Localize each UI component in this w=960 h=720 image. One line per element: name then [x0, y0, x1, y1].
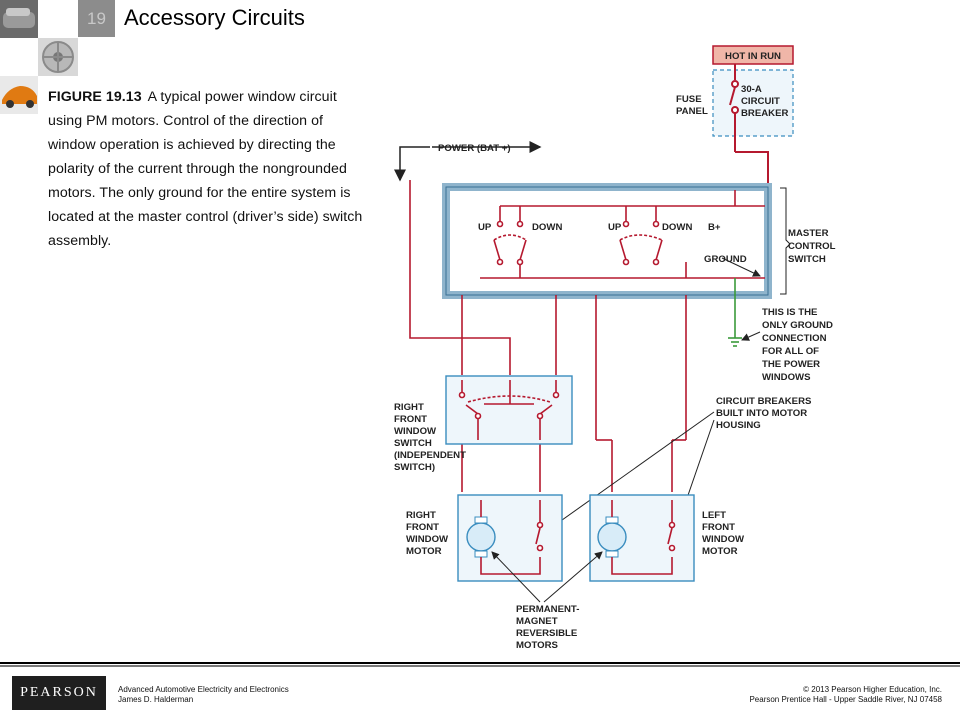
cb-motor-label-2: BUILT INTO MOTOR: [716, 408, 807, 419]
power-bat-line: [394, 141, 769, 190]
breaker-label-2: CIRCUIT: [741, 96, 780, 107]
circuit-breaker-30a-symbol: [729, 64, 739, 152]
power-bat-label: POWER (BAT +): [438, 143, 511, 154]
footer-publisher: Pearson Prentice Hall - Upper Saddle Riv…: [749, 695, 942, 704]
breaker-label-3: BREAKER: [741, 108, 789, 119]
up-label-1: UP: [478, 222, 492, 233]
master-switch-label-2: CONTROL: [788, 241, 836, 252]
power-window-wiring-diagram: HOT IN RUN FUSE PANEL 30-A CIRCUIT BREAK…: [394, 45, 836, 651]
master-switch-bus-wires: [480, 190, 765, 279]
lf-motor-label-1: LEFT: [702, 510, 726, 521]
hot-in-run-label: HOT IN RUN: [725, 51, 781, 62]
fuse-panel-box: [712, 69, 794, 137]
master-switch-label-1: MASTER: [788, 228, 829, 239]
rf-switch-label-5: (INDEPENDENT: [394, 450, 466, 461]
footer-book-info: Advanced Automotive Electricity and Elec…: [118, 685, 289, 705]
only-ground-label-2: ONLY GROUND: [762, 320, 833, 331]
chapter-number-badge: 19: [78, 0, 115, 37]
right-motor-symbol: [466, 500, 544, 575]
slide-title: Accessory Circuits: [124, 5, 305, 30]
only-ground-label-4: FOR ALL OF: [762, 346, 819, 357]
fuse-panel-label-1: FUSE: [676, 94, 702, 105]
rf-switch-label-2: FRONT: [394, 414, 427, 425]
rf-motor-label-2: FRONT: [406, 522, 439, 533]
pm-motors-label-4: MOTORS: [516, 640, 559, 651]
rf-switch-label-4: SWITCH: [394, 438, 432, 449]
cb-motor-label-3: HOUSING: [716, 420, 761, 431]
lf-motor-label-4: MOTOR: [702, 546, 738, 557]
only-ground-label-1: THIS IS THE: [762, 307, 818, 318]
only-ground-label-5: THE POWER: [762, 359, 820, 370]
left-motor-symbol: [597, 500, 676, 575]
master-switch-label-3: SWITCH: [788, 254, 826, 265]
right-front-window-switch-box: [445, 375, 573, 445]
footer-divider-dark: [0, 662, 960, 664]
footer-divider-gray: [0, 665, 960, 667]
rf-motor-label-4: MOTOR: [406, 546, 442, 557]
footer-copyright-info: © 2013 Pearson Higher Education, Inc. Pe…: [749, 685, 942, 705]
header-thumbnails: [0, 0, 78, 115]
cb-motor-label-1: CIRCUIT BREAKERS: [716, 396, 812, 407]
up-label-2: UP: [608, 222, 622, 233]
rf-switch-label-6: SWITCH): [394, 462, 435, 473]
right-front-switch-contacts: [458, 380, 560, 440]
footer-copyright: © 2013 Pearson Higher Education, Inc.: [803, 685, 942, 694]
footer-book-title: Advanced Automotive Electricity and Elec…: [118, 685, 289, 694]
only-ground-label-3: CONNECTION: [762, 333, 827, 344]
right-front-wiring: [409, 180, 687, 492]
rf-motor-label-1: RIGHT: [406, 510, 436, 521]
breaker-label-1: 30-A: [741, 84, 762, 95]
master-switch-contacts: [493, 220, 663, 266]
fuse-panel-label-2: PANEL: [676, 106, 708, 117]
pm-motors-label-2: MAGNET: [516, 616, 558, 627]
hot-in-run-box: [712, 45, 794, 65]
footer-author: James D. Halderman: [118, 695, 194, 704]
pm-motors-label-1: PERMANENT-: [516, 604, 579, 615]
lf-motor-label-3: WINDOW: [702, 534, 745, 545]
pearson-logo: PEARSON: [12, 676, 106, 710]
figure-number: FIGURE 19.13: [48, 89, 142, 105]
ground-connection: [721, 257, 761, 347]
b-plus-label: B+: [708, 222, 721, 233]
rf-switch-label-3: WINDOW: [394, 426, 437, 437]
down-label-2: DOWN: [662, 222, 692, 233]
down-label-1: DOWN: [532, 222, 562, 233]
car-photo-collage: [0, 0, 78, 114]
pm-motors-label-3: REVERSIBLE: [516, 628, 578, 639]
rf-motor-label-3: WINDOW: [406, 534, 449, 545]
lf-motor-label-2: FRONT: [702, 522, 735, 533]
caption-text: A typical power window circuit using PM …: [48, 89, 363, 249]
only-ground-label-6: WINDOWS: [762, 372, 811, 383]
rf-switch-label-1: RIGHT: [394, 402, 424, 413]
